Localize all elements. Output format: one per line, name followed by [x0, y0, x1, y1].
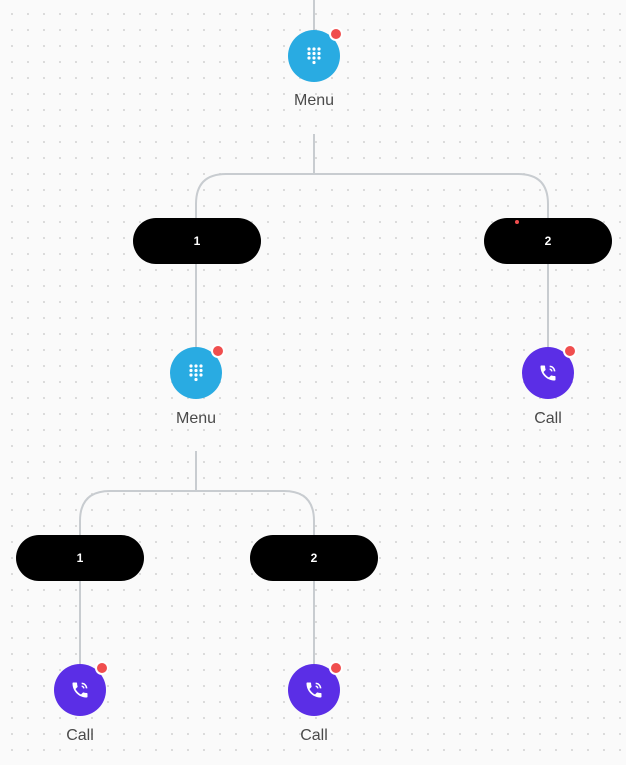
- call-node-label: Call: [534, 410, 562, 427]
- call-node-label: Call: [300, 727, 328, 744]
- status-badge: [211, 344, 225, 358]
- connector-branch: [79, 490, 196, 535]
- status-badge: [329, 661, 343, 675]
- dialpad-icon: [304, 46, 324, 66]
- status-badge: [95, 661, 109, 675]
- option-pill-2[interactable]: 2: [250, 535, 378, 581]
- call-node-label: Call: [66, 727, 94, 744]
- status-badge: [563, 344, 577, 358]
- phone-call-icon: [70, 680, 90, 700]
- call-node[interactable]: [288, 661, 343, 716]
- menu-node[interactable]: [288, 27, 343, 82]
- phone-call-icon: [304, 680, 324, 700]
- option-pill-1[interactable]: 1: [16, 535, 144, 581]
- call-node[interactable]: [54, 661, 109, 716]
- indicator-dot: [515, 220, 519, 224]
- connector-branch: [196, 490, 315, 535]
- option-pill-1[interactable]: 1: [133, 218, 261, 264]
- option-pill-label: 2: [544, 234, 552, 248]
- status-badge: [329, 27, 343, 41]
- menu-node-label: Menu: [175, 410, 217, 427]
- dialpad-icon: [186, 363, 206, 383]
- menu-node-label: Menu: [293, 92, 335, 109]
- connector-branch: [314, 173, 549, 218]
- option-pill-2[interactable]: 2: [484, 218, 612, 264]
- menu-node[interactable]: [170, 344, 225, 399]
- phone-call-icon: [538, 363, 558, 383]
- call-node[interactable]: [522, 344, 577, 399]
- connector-branch: [195, 173, 314, 218]
